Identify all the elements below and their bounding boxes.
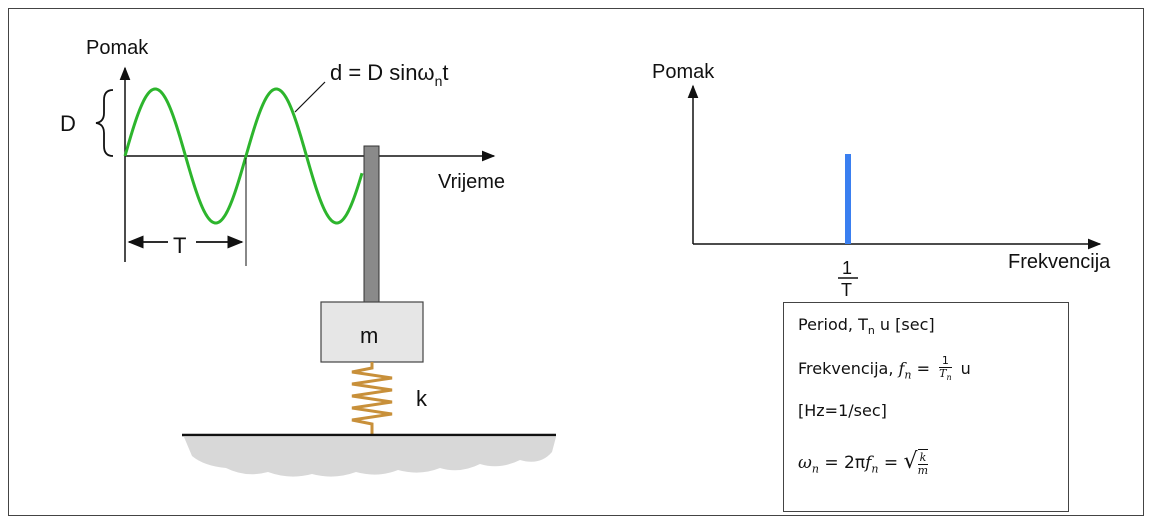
wave-equation: d = D sinωnt — [330, 60, 449, 89]
oscillator-rod — [363, 145, 380, 303]
displacement-sine-wave — [123, 87, 364, 225]
mass-block — [320, 301, 424, 363]
right-y-axis-label: Pomak — [652, 61, 715, 83]
equation-pointer-line — [294, 81, 326, 113]
frequency-tick-denominator: T — [841, 280, 852, 300]
spring-label: k — [416, 386, 428, 411]
frequency-tick-numerator: 1 — [842, 258, 852, 278]
ground-soil — [184, 437, 556, 477]
period-line: Period, Tn u [sec] — [798, 315, 935, 338]
left-x-axis-label: Vrijeme — [438, 171, 505, 193]
frequency-unit-line: [Hz=1/sec] — [798, 401, 887, 420]
left-y-axis-label: Pomak — [86, 37, 149, 59]
spring-coil — [351, 362, 393, 434]
mass-label: m — [360, 323, 378, 348]
period-label: T — [173, 233, 186, 258]
right-x-axis-label: Frekvencija — [1008, 251, 1111, 273]
natural-frequency-line — [845, 154, 851, 244]
amplitude-brace — [95, 89, 114, 157]
figure-frame — [8, 8, 1144, 516]
sqrt-sign: √ — [903, 449, 918, 474]
amplitude-label: D — [60, 111, 76, 136]
